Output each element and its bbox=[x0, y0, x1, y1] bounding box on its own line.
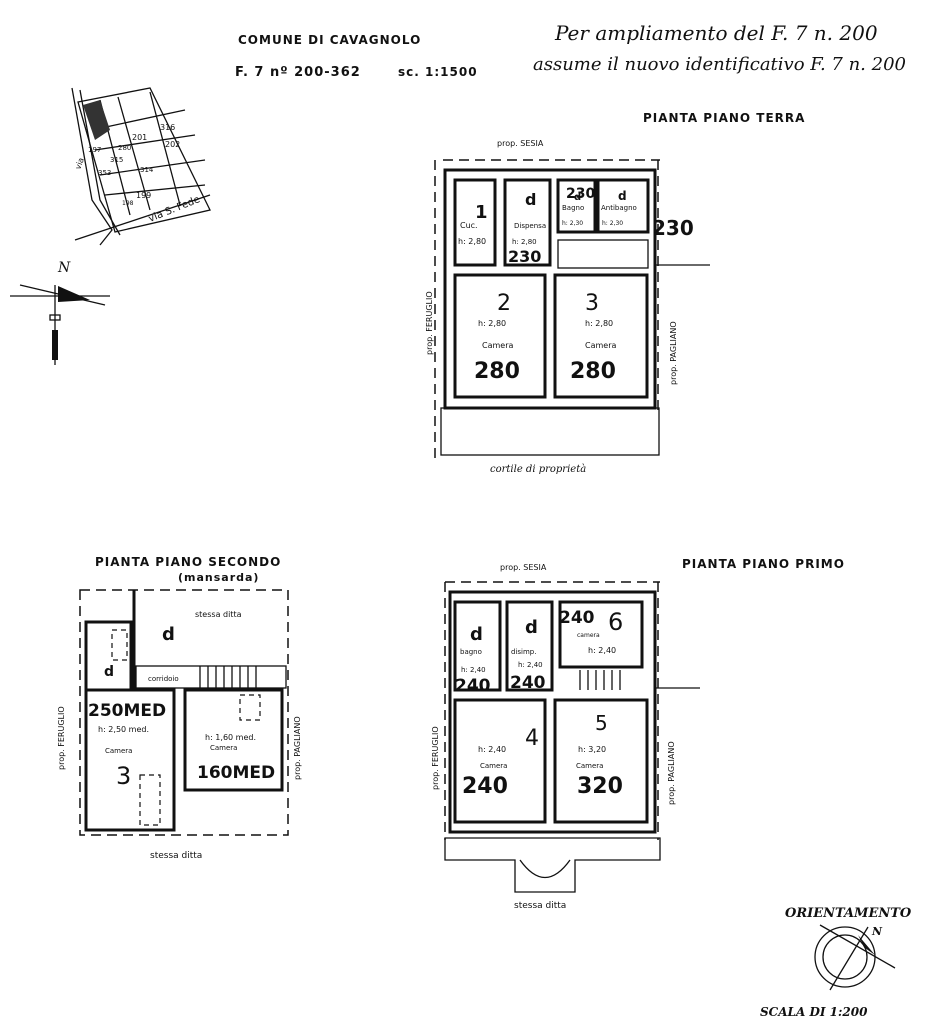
room-2-name: Camera bbox=[482, 341, 513, 350]
map-scale: sc. 1:1500 bbox=[398, 65, 478, 79]
room-5-hand-height: 320 bbox=[577, 774, 623, 799]
first-right-neighbor: prop. PAGLIANO bbox=[667, 741, 676, 805]
room-5-height: h: 3,20 bbox=[578, 745, 606, 754]
foglio-number: F. 7 nº 200-362 bbox=[235, 65, 361, 80]
room-antibagno-height: h: 2,30 bbox=[602, 220, 623, 227]
room-antibagno-mark: d bbox=[618, 189, 627, 203]
room-dispensa-hand-height: 230 bbox=[508, 247, 541, 266]
room-2-number: 2 bbox=[497, 291, 511, 316]
parcel-353: 353 bbox=[98, 169, 111, 177]
second-left-neighbor: prop. FERUGLIO bbox=[57, 706, 66, 770]
room-3-hand-height: 280 bbox=[570, 359, 616, 384]
d-mark: d bbox=[104, 664, 114, 680]
first-left-neighbor: prop. FERUGLIO bbox=[431, 726, 440, 790]
room-3-hand-height: 250MED bbox=[88, 701, 166, 721]
first-floor-plan: PIANTA PIANO PRIMO prop. SESIA prop. FER… bbox=[431, 557, 845, 911]
bagno-hand-height: 240 bbox=[455, 676, 491, 696]
second-floor-title: PIANTA PIANO SECONDO bbox=[95, 555, 281, 569]
parcel-201: 201 bbox=[132, 133, 147, 142]
room-2-height: h: 2,80 bbox=[478, 319, 506, 328]
room-dispensa-name: Dispensa bbox=[514, 222, 546, 230]
disimp-name: disimp. bbox=[511, 648, 536, 656]
attic-room-height: h: 1,60 med. bbox=[205, 733, 256, 742]
corridor-label: corridoio bbox=[148, 675, 179, 683]
bagno-name: bagno bbox=[460, 648, 482, 656]
disimp-height: h: 2,40 bbox=[518, 661, 543, 669]
room-6-height: h: 2,40 bbox=[588, 646, 616, 655]
room-6-name: camera bbox=[577, 632, 600, 639]
second-right-neighbor: prop. PAGLIANO bbox=[293, 716, 302, 780]
parcel-199: 199 bbox=[136, 191, 151, 200]
parcel-198: 198 bbox=[122, 200, 134, 207]
room-bagno-height: h: 2,30 bbox=[562, 220, 583, 227]
north-label: N bbox=[57, 260, 71, 276]
d-mark: d bbox=[162, 624, 175, 645]
comune-title: COMUNE DI CAVAGNOLO bbox=[238, 33, 421, 47]
north-arrow-icon: N bbox=[10, 260, 110, 365]
room-3-number: 3 bbox=[116, 762, 131, 790]
parcel-315: 315 bbox=[110, 156, 123, 164]
attic-room-hand-height: 160MED bbox=[197, 763, 275, 783]
orientation-north-label: N bbox=[871, 925, 883, 938]
note-line-2: assume il nuovo identificativo F. 7 n. 2… bbox=[533, 54, 906, 75]
room-3-number: 3 bbox=[585, 291, 599, 316]
orientation-compass: ORIENTAMENTO N SCALA DI 1:200 bbox=[760, 906, 912, 1019]
room-3-name: Camera bbox=[585, 341, 616, 350]
ground-left-neighbor: prop. FERUGLIO bbox=[425, 291, 434, 355]
room-bagno-hand-height: 230 bbox=[566, 186, 595, 202]
room-4-hand-height: 240 bbox=[462, 774, 508, 799]
ground-floor-title: PIANTA PIANO TERRA bbox=[643, 111, 805, 125]
room-4-name: Camera bbox=[480, 762, 507, 770]
first-top-neighbor: prop. SESIA bbox=[500, 563, 547, 572]
room-dispensa-height: h: 2,80 bbox=[512, 238, 537, 246]
bagno-mark: d bbox=[470, 624, 483, 645]
second-floor-plan: PIANTA PIANO SECONDO (mansarda) prop. FE… bbox=[57, 555, 302, 861]
room-1-name: Cuc. bbox=[460, 221, 478, 230]
ground-bottom-label: cortile di proprietà bbox=[490, 464, 586, 475]
room-3-height: h: 2,50 med. bbox=[98, 725, 149, 734]
ground-floor-plan: PIANTA PIANO TERRA prop. SESIA prop. FER… bbox=[425, 111, 805, 475]
room-1-height: h: 2,80 bbox=[458, 237, 486, 246]
room-2-hand-height: 280 bbox=[474, 359, 520, 384]
disimp-mark: d bbox=[525, 617, 538, 638]
north-arrow-icon bbox=[858, 935, 875, 955]
attic-room-name: Camera bbox=[210, 744, 237, 752]
ground-right-neighbor: prop. PAGLIANO bbox=[669, 321, 678, 385]
side-street-label: via bbox=[73, 156, 86, 170]
orientation-title: ORIENTAMENTO bbox=[785, 906, 912, 921]
room-1-number: 1 bbox=[475, 202, 488, 223]
parcel-197: 197 bbox=[88, 146, 101, 154]
room-3-height: h: 2,80 bbox=[585, 319, 613, 328]
first-bottom-label: stessa ditta bbox=[514, 901, 566, 911]
site-map: 316 201 202 197 280 315 353 314 199 198 … bbox=[71, 87, 211, 246]
room-antibagno-name: Antibagno bbox=[601, 204, 637, 212]
second-bottom-label: stessa ditta bbox=[150, 851, 202, 861]
room-bagno-name: Bagno bbox=[562, 204, 584, 212]
note-line-1: Per ampliamento del F. 7 n. 200 bbox=[554, 21, 878, 45]
parcel-280: 280 bbox=[118, 144, 131, 152]
room-bagno-mark: d bbox=[574, 192, 581, 203]
hatched-parcel bbox=[83, 100, 110, 140]
room-5-name: Camera bbox=[576, 762, 603, 770]
parcel-316: 316 bbox=[160, 123, 175, 132]
first-floor-title: PIANTA PIANO PRIMO bbox=[682, 557, 845, 571]
room-dispensa-mark: d bbox=[525, 190, 536, 209]
room-4-height: h: 2,40 bbox=[478, 745, 506, 754]
disimp-hand-height: 240 bbox=[510, 673, 546, 693]
room-5-number: 5 bbox=[595, 711, 608, 735]
room-4-number: 4 bbox=[525, 726, 539, 751]
street-label: via S. Fede bbox=[147, 194, 202, 225]
outside-hand-height: 230 bbox=[652, 216, 694, 240]
bagno-height: h: 2,40 bbox=[461, 666, 486, 674]
second-floor-subtitle: (mansarda) bbox=[178, 571, 259, 584]
second-top-label: stessa ditta bbox=[195, 610, 242, 619]
room-3-name: Camera bbox=[105, 747, 132, 755]
parcel-202: 202 bbox=[165, 140, 180, 149]
ground-top-neighbor: prop. SESIA bbox=[497, 139, 544, 148]
room-6-number: 6 bbox=[608, 608, 623, 636]
parcel-314: 314 bbox=[140, 166, 154, 174]
plan-scale: SCALA DI 1:200 bbox=[760, 1005, 868, 1019]
room-6-hand-height: 240 bbox=[559, 608, 595, 628]
